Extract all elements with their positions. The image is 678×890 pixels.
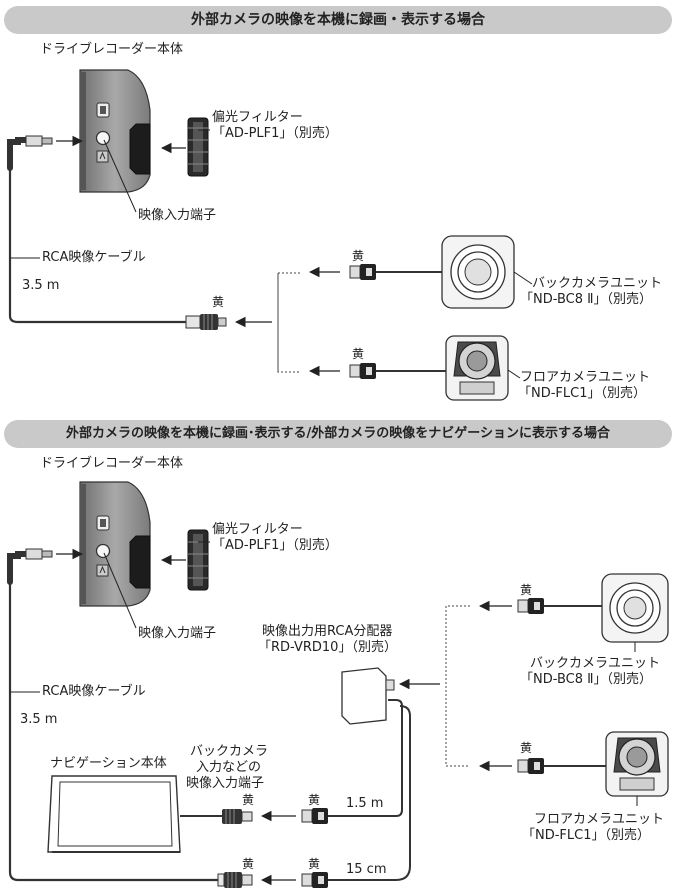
yellow-floor: 黄	[520, 741, 533, 755]
input-terminal-1: 映像入力端子	[138, 208, 217, 223]
back-camera-plug-1	[349, 264, 442, 280]
floor-camera-1	[445, 335, 509, 401]
stereo-plug-2	[7, 548, 53, 585]
section2-title: 外部カメラの映像を本機に録画･表示する/外部カメラの映像をナビゲーションに表示す…	[4, 420, 672, 448]
rca-cable-2	[8, 582, 222, 882]
rca-splitter	[341, 667, 395, 725]
floor-camera-plug-1	[349, 363, 446, 379]
navi-cable-plug-upper	[301, 808, 328, 824]
yellow-bottom-plug: 黄	[308, 857, 321, 871]
floor-camera-model-1: 「ND-FLC1」（別売）	[518, 386, 646, 401]
yellow-bottom-left: 黄	[242, 857, 255, 871]
cable-name-1: RCA映像ケーブル	[42, 250, 146, 265]
stereo-plug-1	[7, 135, 53, 171]
yellow-label-1: 黄	[212, 295, 225, 309]
yellow-label-3: 黄	[352, 347, 365, 361]
navi-input-line1: バックカメラ	[190, 744, 269, 759]
back-camera-name-1: バックカメラユニット	[532, 276, 663, 291]
back-camera-model-2: 「ND-BC8 Ⅱ」（別売）	[520, 672, 653, 687]
filter-model-2: 「AD-PLF1」（別売）	[212, 538, 338, 553]
input-terminal-2: 映像入力端子	[138, 626, 217, 641]
recorder-label-2: ドライブレコーダー本体	[40, 456, 184, 471]
floor-camera-name-2: フロアカメラユニット	[534, 812, 665, 827]
navigation-unit	[47, 775, 181, 853]
recorder-body-2	[79, 481, 151, 607]
cable-length-2: 3.5 m	[20, 712, 58, 727]
navi-label: ナビゲーション本体	[50, 756, 167, 771]
back-camera-1	[441, 235, 515, 309]
back-camera-2	[601, 573, 669, 643]
rca-plug-1	[185, 314, 227, 330]
splitter-model: 「RD-VRD10」（別売）	[258, 640, 397, 655]
navi-input-plug-upper	[180, 809, 253, 824]
yellow-navi-in: 黄	[242, 793, 255, 807]
back-camera-model-1: 「ND-BC8 Ⅱ」（別売）	[520, 292, 653, 307]
polarizing-filter-2	[187, 529, 209, 591]
section1-title: 外部カメラの映像を本機に録画・表示する場合	[4, 6, 672, 34]
navi-input-line2: 入力などの	[196, 760, 262, 775]
splitter-name: 映像出力用RCA分配器	[262, 624, 393, 639]
recorder-body-1	[79, 69, 151, 193]
rca-cable-1	[8, 168, 190, 324]
cable-length-1: 3.5 m	[22, 278, 60, 293]
length-15m: 1.5 m	[346, 796, 384, 811]
yellow-label-2: 黄	[352, 249, 365, 263]
filter-name-1: 偏光フィルター	[212, 110, 303, 125]
floor-camera-2	[605, 731, 669, 797]
length-15cm: 15 cm	[346, 862, 387, 877]
filter-model-1: 「AD-PLF1」（別売）	[212, 126, 338, 141]
polarizing-filter-1	[187, 117, 209, 177]
yellow-navi-plug: 黄	[308, 793, 321, 807]
floor-camera-plug-2	[517, 758, 606, 774]
bottom-plug-recorder	[217, 872, 253, 888]
back-camera-plug-2	[517, 598, 602, 614]
bottom-cable-plug	[301, 872, 328, 888]
cable-name-2: RCA映像ケーブル	[42, 684, 146, 699]
floor-camera-model-2: 「ND-FLC1」（別売）	[522, 828, 650, 843]
recorder-label-1: ドライブレコーダー本体	[40, 42, 184, 57]
navi-input-line3: 映像入力端子	[186, 776, 265, 791]
floor-camera-name-1: フロアカメラユニット	[520, 370, 651, 385]
back-camera-name-2: バックカメラユニット	[530, 656, 661, 671]
yellow-back: 黄	[520, 583, 533, 597]
terminal-leader-1	[103, 139, 137, 213]
filter-name-2: 偏光フィルター	[212, 522, 303, 537]
